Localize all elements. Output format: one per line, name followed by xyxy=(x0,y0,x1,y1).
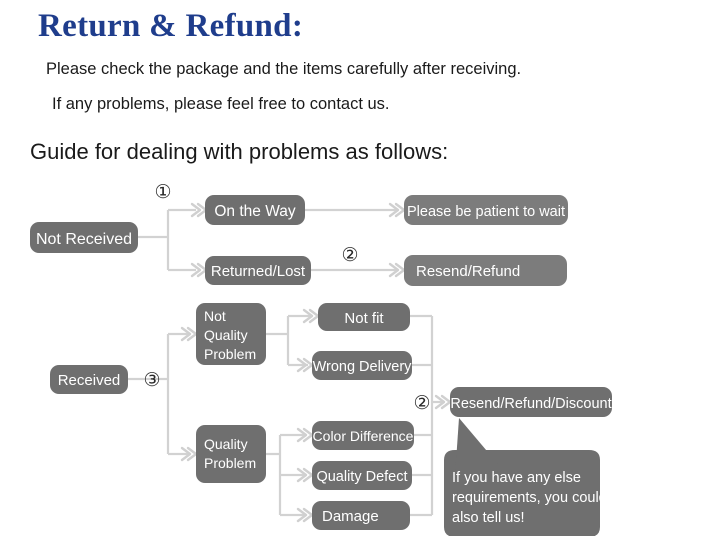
node-quality-problem-line-1: Quality xyxy=(204,436,248,452)
callout-line-3: also tell us! xyxy=(452,510,525,526)
node-not-received-label: Not Received xyxy=(36,231,132,248)
page-title: Return & Refund: xyxy=(38,8,304,44)
node-returned-lost[interactable]: Returned/Lost xyxy=(205,256,311,285)
node-not-fit[interactable]: Not fit xyxy=(318,303,410,331)
node-please-be-patient-to-wait[interactable]: Please be patient to wait xyxy=(404,195,568,225)
node-not-fit-label: Not fit xyxy=(344,310,384,327)
intro-line-1: Please check the package and the items c… xyxy=(46,60,522,78)
node-please-wait-label: Please be patient to wait xyxy=(407,204,565,220)
node-quality-problem-line-2: Problem xyxy=(204,455,256,471)
node-quality-defect-label: Quality Defect xyxy=(316,469,407,485)
node-quality-defect[interactable]: Quality Defect xyxy=(312,461,412,490)
node-not-quality-problem-line-1: Not xyxy=(204,308,226,324)
node-quality-problem[interactable]: Quality Problem xyxy=(196,425,266,483)
guide-heading: Guide for dealing with problems as follo… xyxy=(30,139,449,164)
step-marker-three: ③ xyxy=(143,369,160,391)
node-wrong-delivery[interactable]: Wrong Delivery xyxy=(312,351,412,380)
node-color-difference[interactable]: Color Difference xyxy=(312,421,414,450)
node-not-quality-problem[interactable]: Not Quality Problem xyxy=(196,303,266,365)
node-resend-refund[interactable]: Resend/Refund xyxy=(404,255,567,286)
step-marker-one: ① xyxy=(154,181,171,203)
node-damage-label: Damage xyxy=(322,508,379,525)
node-on-the-way-label: On the Way xyxy=(214,203,296,220)
callout-line-1: If you have any else xyxy=(452,470,581,486)
node-resend-refund-discount-label: Resend/Refund/Discount xyxy=(450,396,611,412)
node-not-received[interactable]: Not Received xyxy=(30,222,138,253)
intro-line-2: If any problems, please feel free to con… xyxy=(52,95,390,113)
node-color-difference-label: Color Difference xyxy=(313,428,414,444)
node-damage[interactable]: Damage xyxy=(312,501,410,530)
node-wrong-delivery-label: Wrong Delivery xyxy=(313,359,413,375)
node-on-the-way[interactable]: On the Way xyxy=(205,195,305,225)
node-returned-lost-label: Returned/Lost xyxy=(211,263,306,280)
step-marker-two-bottom: ② xyxy=(413,392,430,414)
node-resend-refund-discount[interactable]: Resend/Refund/Discount xyxy=(450,387,612,417)
callout-line-2: requirements, you could xyxy=(452,490,607,506)
node-received-label: Received xyxy=(58,372,121,389)
node-received[interactable]: Received xyxy=(50,365,128,394)
step-marker-two-top: ② xyxy=(341,244,358,266)
callout-bubble-tail xyxy=(455,418,503,476)
node-not-quality-problem-line-3: Problem xyxy=(204,346,256,362)
callout-bubble: If you have any else requirements, you c… xyxy=(444,418,607,536)
node-not-quality-problem-line-2: Quality xyxy=(204,327,248,343)
node-resend-refund-label: Resend/Refund xyxy=(416,263,520,280)
